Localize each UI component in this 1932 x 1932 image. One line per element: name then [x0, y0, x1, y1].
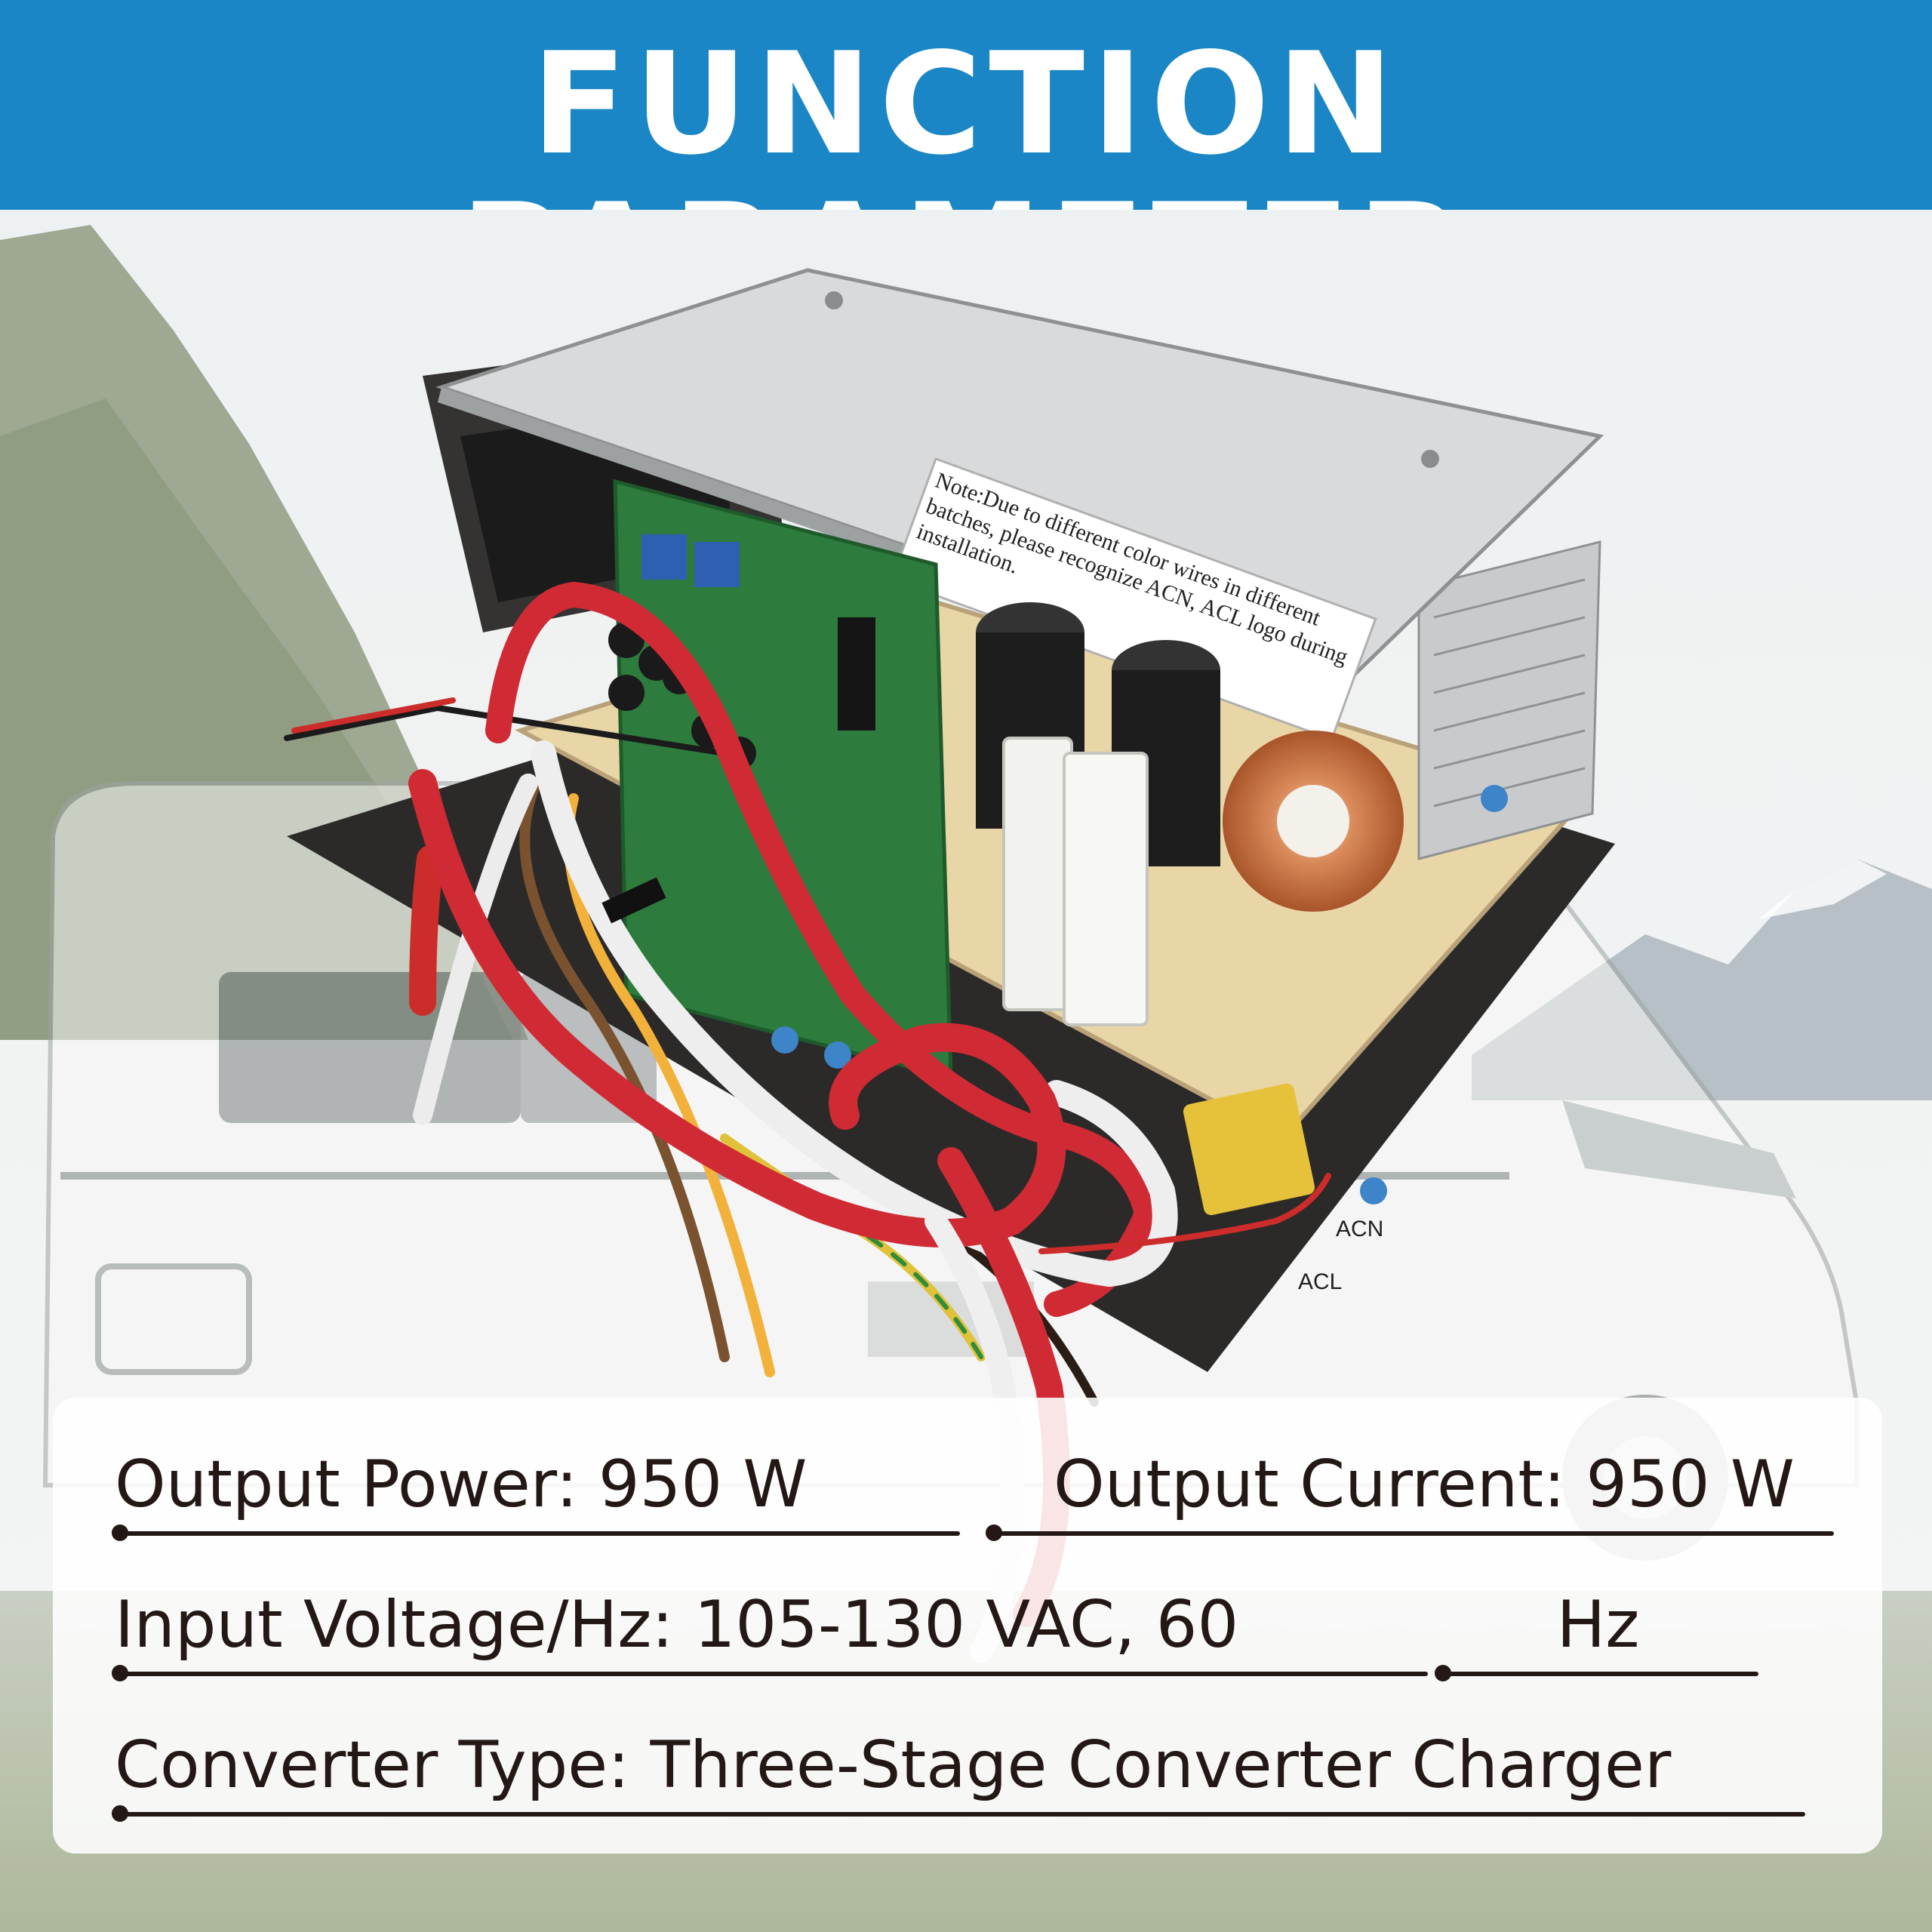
spec-output-current-text: Output Current: 950 W — [1054, 1447, 1795, 1522]
spec-converter-type-text: Converter Type: Three-Stage Converter Ch… — [115, 1727, 1672, 1803]
spec-underline — [989, 1531, 1834, 1536]
spec-hz-unit: Hz — [1435, 1584, 1758, 1682]
spec-hz-unit-text: Hz — [1556, 1587, 1640, 1663]
spec-output-power-text: Output Power: 950 W — [115, 1447, 808, 1522]
bullet-dot-icon — [1435, 1665, 1451, 1681]
spec-underline — [115, 1812, 1805, 1817]
bullet-dot-icon — [112, 1805, 128, 1822]
spec-underline — [115, 1672, 1428, 1676]
spec-input-voltage: Input Voltage/Hz: 105-130 VAC, 60 — [112, 1584, 1428, 1682]
bullet-dot-icon — [112, 1665, 128, 1681]
spec-underline — [1438, 1672, 1758, 1676]
terminal-label-acn: ACN — [1336, 1217, 1383, 1241]
product-photo-illustration: Note:Due to different color wires in dif… — [0, 210, 1932, 1932]
bullet-dot-icon — [986, 1524, 1002, 1541]
product-scene: Note:Due to different color wires in dif… — [0, 210, 1932, 1932]
spec-converter-type: Converter Type: Three-Stage Converter Ch… — [112, 1724, 1805, 1823]
spec-output-power: Output Power: 950 W — [112, 1444, 960, 1542]
spec-output-current: Output Current: 950 W — [986, 1444, 1834, 1542]
spec-underline — [115, 1531, 960, 1536]
spec-input-voltage-text: Input Voltage/Hz: 105-130 VAC, 60 — [115, 1587, 1239, 1663]
bullet-dot-icon — [112, 1524, 128, 1541]
terminal-label-acl: ACL — [1298, 1269, 1342, 1294]
title-banner: FUNCTION PARAMETER — [0, 0, 1932, 331]
specs-panel: Output Power: 950 W Output Current: 950 … — [53, 1398, 1882, 1854]
